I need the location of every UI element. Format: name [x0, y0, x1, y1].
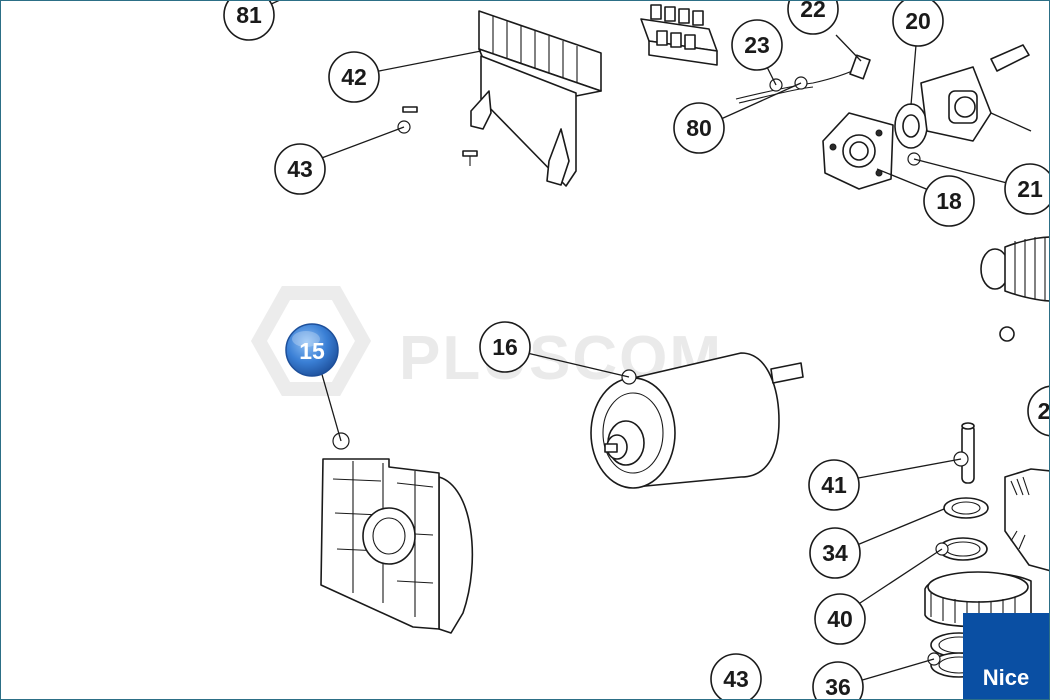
callout-label: 36	[825, 674, 851, 699]
brand-logo: Nice	[963, 613, 1049, 699]
callout-label: 41	[821, 472, 847, 498]
callout-41[interactable]: 41	[808, 459, 860, 511]
bevel-gear	[1004, 468, 1049, 572]
callout-23[interactable]: 23	[731, 19, 783, 71]
callout-label: 34	[822, 540, 848, 566]
terminal-strip	[640, 4, 718, 66]
callout-label: 81	[236, 2, 262, 28]
part-42-terminal-cover	[470, 10, 602, 187]
callout-label: 43	[287, 156, 313, 182]
part-41-pin	[953, 422, 975, 484]
part-43-screws	[397, 106, 478, 166]
part-21-housing	[920, 66, 992, 142]
callout-81[interactable]: 81	[223, 1, 275, 41]
callout-label: 2	[1038, 398, 1049, 424]
callout-21[interactable]: 21	[1004, 163, 1049, 215]
leader-lines	[318, 34, 1032, 682]
part-40-washer	[935, 537, 988, 561]
callout-16[interactable]: 16	[479, 321, 531, 373]
callout-label: 20	[905, 8, 931, 34]
callout-80[interactable]: 80	[673, 102, 725, 154]
callout-label: 40	[827, 606, 853, 632]
callout-label: 18	[936, 188, 962, 214]
callout-15-highlighted[interactable]: 15	[285, 323, 339, 377]
callout-label: 15	[299, 338, 325, 364]
callout-label: 22	[800, 1, 826, 22]
callout-label: 43	[723, 666, 749, 692]
callout-label: 21	[1017, 176, 1043, 202]
part-16-motor	[590, 352, 804, 489]
callout-label: 80	[686, 115, 712, 141]
callout-label: 42	[341, 64, 367, 90]
callout-40[interactable]: 40	[814, 593, 866, 645]
pin-right-top	[990, 44, 1030, 72]
part-81-partial	[268, 1, 280, 6]
callout-36[interactable]: 36	[812, 661, 864, 699]
worm-spring	[980, 236, 1049, 342]
part-34-ring	[943, 497, 989, 519]
part-20-bearing	[894, 103, 928, 166]
callout-label: 16	[492, 334, 518, 360]
part-23-80-wires	[735, 54, 871, 104]
callout-34[interactable]: 34	[809, 527, 861, 579]
callout-22[interactable]: 22	[787, 1, 839, 35]
callout-2-partial[interactable]: 2	[1027, 385, 1049, 437]
part-15-cover-plate	[320, 432, 474, 634]
callout-label: 23	[744, 32, 770, 58]
callout-18[interactable]: 18	[923, 175, 975, 227]
callout-43-top[interactable]: 43	[274, 143, 326, 195]
callout-43-bottom[interactable]: 43	[710, 653, 762, 699]
callout-42[interactable]: 42	[328, 51, 380, 103]
callout-20[interactable]: 20	[892, 1, 944, 47]
part-18-plate	[822, 112, 894, 190]
